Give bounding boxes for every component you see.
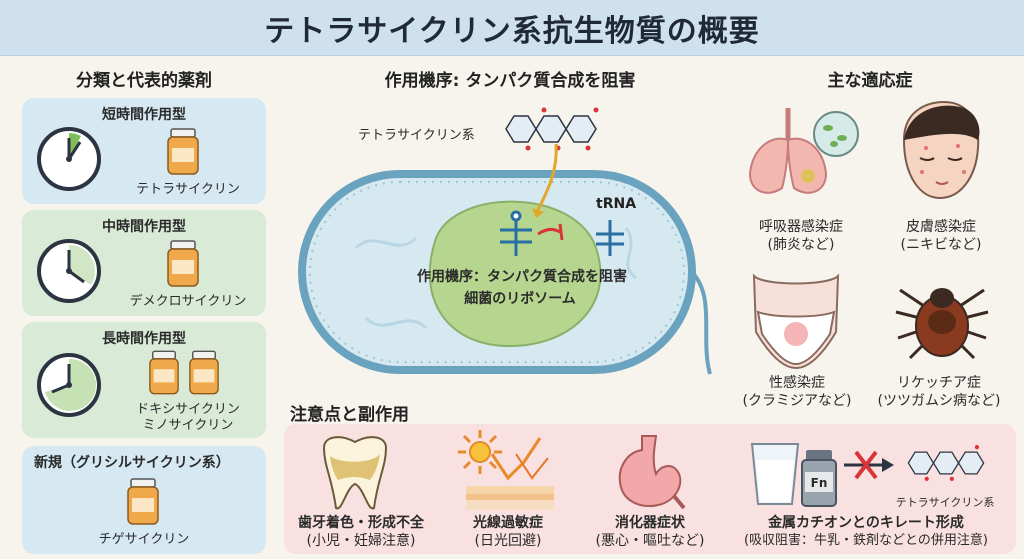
ribosome-label: 細菌のリボソーム bbox=[464, 291, 576, 307]
caution-chelation: 金属カチオンとのキレート形成 (吸収阻害：牛乳・鉄剤などとの併用注意) bbox=[722, 514, 1010, 550]
cautions-heading: 注意点と副作用 bbox=[290, 405, 409, 425]
arrow-icon bbox=[532, 143, 558, 218]
medicine-bottle-icon bbox=[127, 478, 159, 525]
inhibit-icon bbox=[537, 223, 564, 241]
caution-name: 光線過敏症 bbox=[473, 515, 543, 531]
caution-name: 歯牙着色・形成不全 bbox=[298, 515, 424, 531]
indication-detail: (肺炎など) bbox=[767, 237, 835, 253]
stomach-icon bbox=[618, 435, 686, 510]
page-title: テトラサイクリン系抗生物質の概要 bbox=[264, 13, 760, 49]
indication-name: リケッチア症 bbox=[897, 375, 981, 391]
medicine-bottle-icon bbox=[167, 128, 199, 175]
trna-icon bbox=[596, 220, 624, 256]
indication-detail: (ツツガムシ病など) bbox=[877, 393, 1001, 409]
iron-supplement-bottle-icon bbox=[801, 450, 837, 507]
trna-bound-icon bbox=[500, 210, 532, 256]
tick-icon bbox=[895, 288, 989, 360]
class-card-new: 新規（グリシルサイクリン系） チゲサイクリン bbox=[22, 446, 266, 554]
clock-icon bbox=[37, 239, 101, 303]
indication-detail: (ニキビなど) bbox=[900, 237, 982, 253]
drug-name: ミノサイクリン bbox=[142, 418, 234, 433]
iron-label: Fn bbox=[810, 476, 828, 490]
indication-skin: 皮膚感染症 (ニキビなど) bbox=[866, 218, 1016, 254]
tetracycline-molecule-icon bbox=[505, 107, 599, 151]
class-type-label: 長時間作用型 bbox=[102, 331, 186, 347]
class-type-label: 新規（グリシルサイクリン系） bbox=[34, 455, 230, 471]
tooth-icon bbox=[322, 436, 388, 510]
caution-gi: 消化器症状 (悪心・嘔吐など) bbox=[580, 514, 720, 550]
drug-name: デメクロサイクリン bbox=[129, 294, 247, 309]
class-card-long: 長時間作用型 ドキシサイクリン ミノサイクリン bbox=[22, 322, 266, 438]
mechanism-heading: 作用機序: タンパク質合成を阻害 bbox=[384, 71, 636, 91]
medicine-bottle-icon bbox=[189, 350, 219, 395]
indication-name: 呼吸器感染症 bbox=[759, 219, 843, 235]
molecule-label: テトラサイクリン系 bbox=[358, 128, 475, 143]
caution-tooth: 歯牙着色・形成不全 (小児・妊婦注意) bbox=[286, 514, 436, 550]
milk-glass-icon bbox=[750, 443, 800, 505]
indication-detail: (クラミジアなど) bbox=[742, 393, 852, 409]
class-card-medium: 中時間作用型 デメクロサイクリン bbox=[22, 210, 266, 316]
indication-respiratory: 呼吸器感染症 (肺炎など) bbox=[726, 218, 876, 254]
class-card-short: 短時間作用型 テトラサイクリン bbox=[22, 98, 266, 204]
caution-detail: (悪心・嘔吐など) bbox=[595, 533, 705, 549]
drug-name: チゲサイクリン bbox=[98, 532, 190, 547]
caution-detail: (小児・妊婦注意) bbox=[306, 533, 416, 549]
pelvis-icon bbox=[752, 273, 840, 370]
drug-name: テトラサイクリン bbox=[136, 182, 240, 197]
medicine-bottle-icon bbox=[167, 240, 199, 287]
clock-icon bbox=[37, 353, 101, 417]
classification-heading: 分類と代表的薬剤 bbox=[76, 71, 212, 91]
caution-photosensitivity: 光線過敏症 (日光回避) bbox=[440, 514, 576, 550]
indication-sti: 性感染症 (クラミジアなど) bbox=[722, 374, 872, 410]
trna-label: tRNA bbox=[596, 196, 637, 212]
title-bar: テトラサイクリン系抗生物質の概要 bbox=[0, 0, 1024, 56]
drug-name: ドキシサイクリン bbox=[136, 402, 240, 417]
face-acne-icon bbox=[902, 100, 980, 200]
class-type-label: 中時間作用型 bbox=[102, 219, 186, 235]
caution-name: 消化器症状 bbox=[615, 515, 685, 531]
medicine-bottle-icon bbox=[149, 350, 179, 395]
caution-name: 金属カチオンとのキレート形成 bbox=[768, 515, 964, 531]
blocked-arrow-icon bbox=[844, 450, 894, 480]
chelate-molecule-label: テトラサイクリン系 bbox=[895, 496, 995, 509]
class-type-label: 短時間作用型 bbox=[102, 107, 186, 123]
caution-detail: (吸収阻害：牛乳・鉄剤などとの併用注意) bbox=[743, 533, 988, 548]
ribosome-caption: 作用機序：タンパク質合成を阻害 bbox=[417, 269, 627, 285]
indication-name: 皮膚感染症 bbox=[906, 219, 976, 235]
tetracycline-molecule-icon bbox=[907, 445, 985, 481]
indications-heading: 主な適応症 bbox=[827, 71, 913, 91]
indication-name: 性感染症 bbox=[769, 375, 825, 391]
indication-rickettsia: リケッチア症 (ツツガムシ病など) bbox=[864, 374, 1014, 410]
caution-detail: (日光回避) bbox=[474, 533, 542, 549]
lungs-icon bbox=[748, 108, 859, 194]
clock-icon bbox=[37, 127, 101, 191]
sun-icon bbox=[458, 430, 554, 510]
bacterial-cell-diagram bbox=[298, 170, 712, 375]
